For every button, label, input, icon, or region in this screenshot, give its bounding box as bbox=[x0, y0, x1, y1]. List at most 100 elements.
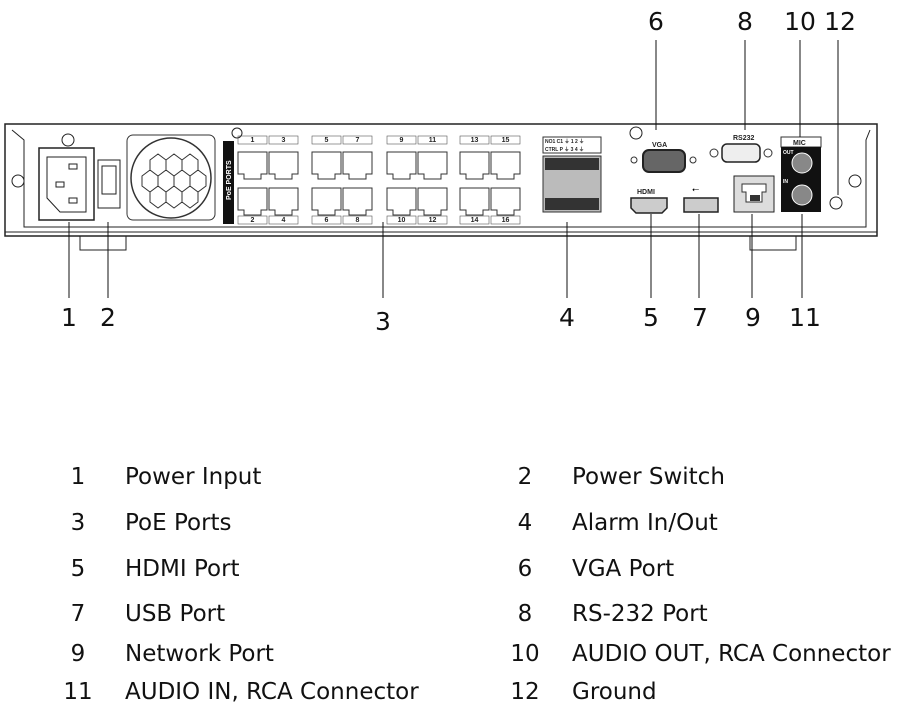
legend-number: 12 bbox=[510, 679, 540, 705]
legend-label: Network Port bbox=[125, 641, 274, 667]
port-number-box bbox=[386, 135, 417, 145]
port-number: 4 bbox=[282, 217, 286, 224]
legend-number: 10 bbox=[510, 641, 540, 667]
legend-label: PoE Ports bbox=[125, 510, 232, 536]
port-number: 5 bbox=[325, 137, 329, 144]
legend-number: 4 bbox=[517, 510, 533, 536]
callout-5: 5 bbox=[643, 303, 659, 332]
callout-lines bbox=[68, 40, 839, 298]
poe-jack[interactable] bbox=[490, 151, 521, 180]
port-number-box bbox=[417, 135, 448, 145]
port-number-box bbox=[342, 215, 373, 225]
poe-label: PoE PORTS bbox=[226, 160, 233, 200]
poe-jack[interactable] bbox=[459, 151, 490, 180]
legend-label: USB Port bbox=[125, 601, 226, 627]
mic-label: MIC bbox=[793, 140, 806, 147]
port-number-box bbox=[459, 215, 490, 225]
port-number: 6 bbox=[325, 217, 329, 224]
power-switch[interactable] bbox=[97, 159, 121, 209]
audio-in-connector[interactable] bbox=[791, 184, 813, 206]
poe-jack[interactable] bbox=[386, 151, 417, 180]
usb-icon: ⭠ bbox=[692, 185, 699, 195]
port-number: 3 bbox=[282, 137, 286, 144]
port-number: 13 bbox=[471, 137, 479, 144]
callout-numbers: 6 8 10 12 1 2 3 4 5 7 9 11 bbox=[61, 7, 856, 336]
port-number-box bbox=[386, 215, 417, 225]
hdmi-port[interactable]: HDMI bbox=[630, 189, 668, 214]
legend-number: 7 bbox=[70, 601, 86, 627]
port-number-box bbox=[237, 215, 268, 225]
callout-4: 4 bbox=[559, 303, 575, 332]
network-port[interactable] bbox=[733, 175, 775, 213]
rs232-port[interactable]: RS232 bbox=[709, 135, 773, 163]
poe-jack[interactable] bbox=[237, 187, 268, 216]
legend-label: AUDIO OUT, RCA Connector bbox=[572, 641, 891, 667]
poe-jack[interactable] bbox=[311, 187, 342, 216]
legend-label: Power Switch bbox=[572, 464, 725, 490]
legend-number: 8 bbox=[517, 601, 533, 627]
vga-label: VGA bbox=[652, 142, 667, 149]
hdmi-label: HDMI bbox=[637, 189, 655, 196]
port-number: 8 bbox=[356, 217, 360, 224]
port-number: 16 bbox=[502, 217, 510, 224]
callout-6: 6 bbox=[648, 7, 664, 36]
legend-label: VGA Port bbox=[572, 556, 675, 582]
callout-8: 8 bbox=[737, 7, 753, 36]
legend-number: 5 bbox=[70, 556, 86, 582]
fan-grille bbox=[126, 134, 216, 221]
port-number: 9 bbox=[400, 137, 404, 144]
callout-10: 10 bbox=[784, 7, 816, 36]
port-number: 7 bbox=[356, 137, 360, 144]
port-number-box bbox=[459, 135, 490, 145]
alarm-row2: CTRL P ⏚ 3 4 ⏚ bbox=[545, 146, 584, 153]
poe-jack[interactable] bbox=[342, 151, 373, 180]
poe-jack[interactable] bbox=[386, 187, 417, 216]
legend-number: 11 bbox=[63, 679, 93, 705]
port-number-box bbox=[342, 135, 373, 145]
callout-11: 11 bbox=[789, 303, 821, 332]
legend-number: 1 bbox=[70, 464, 86, 490]
port-number-box bbox=[490, 135, 521, 145]
port-number: 14 bbox=[471, 217, 479, 224]
poe-jack[interactable] bbox=[268, 187, 299, 216]
port-number: 12 bbox=[429, 217, 437, 224]
legend-number: 2 bbox=[517, 464, 533, 490]
audio-out-connector[interactable] bbox=[791, 152, 813, 174]
audio-block: MIC OUT IN bbox=[780, 136, 822, 212]
port-number-box bbox=[268, 135, 299, 145]
poe-jack[interactable] bbox=[459, 187, 490, 216]
poe-jack[interactable] bbox=[311, 151, 342, 180]
legend-label: RS-232 Port bbox=[572, 601, 708, 627]
poe-jack[interactable] bbox=[417, 151, 448, 180]
power-input bbox=[38, 147, 95, 221]
port-number-box bbox=[268, 215, 299, 225]
legend-label: Power Input bbox=[125, 464, 262, 490]
in-label: IN bbox=[783, 179, 788, 185]
usb-port[interactable]: ⭠ bbox=[683, 185, 719, 213]
callout-2: 2 bbox=[100, 303, 116, 332]
rs232-label: RS232 bbox=[733, 135, 755, 142]
port-number: 11 bbox=[429, 137, 437, 144]
callout-1: 1 bbox=[61, 303, 77, 332]
legend-label: HDMI Port bbox=[125, 556, 240, 582]
poe-jack[interactable] bbox=[342, 187, 373, 216]
poe-jack[interactable] bbox=[237, 151, 268, 180]
port-number-box bbox=[490, 215, 521, 225]
out-label: OUT bbox=[783, 150, 794, 156]
poe-jack[interactable] bbox=[490, 187, 521, 216]
legend-number: 6 bbox=[517, 556, 533, 582]
legend-label: AUDIO IN, RCA Connector bbox=[125, 679, 419, 705]
port-number: 15 bbox=[502, 137, 510, 144]
poe-jack[interactable] bbox=[417, 187, 448, 216]
poe-jack[interactable] bbox=[268, 151, 299, 180]
callout-7: 7 bbox=[692, 303, 708, 332]
alarm-block: NO1 C1 ⏚ 1 2 ⏚ CTRL P ⏚ 3 4 ⏚ bbox=[542, 136, 602, 213]
port-number-box bbox=[417, 215, 448, 225]
port-number-box bbox=[311, 215, 342, 225]
callout-12: 12 bbox=[824, 7, 856, 36]
legend-number: 9 bbox=[70, 641, 86, 667]
vga-port[interactable]: VGA bbox=[630, 142, 697, 173]
port-number: 10 bbox=[398, 217, 406, 224]
